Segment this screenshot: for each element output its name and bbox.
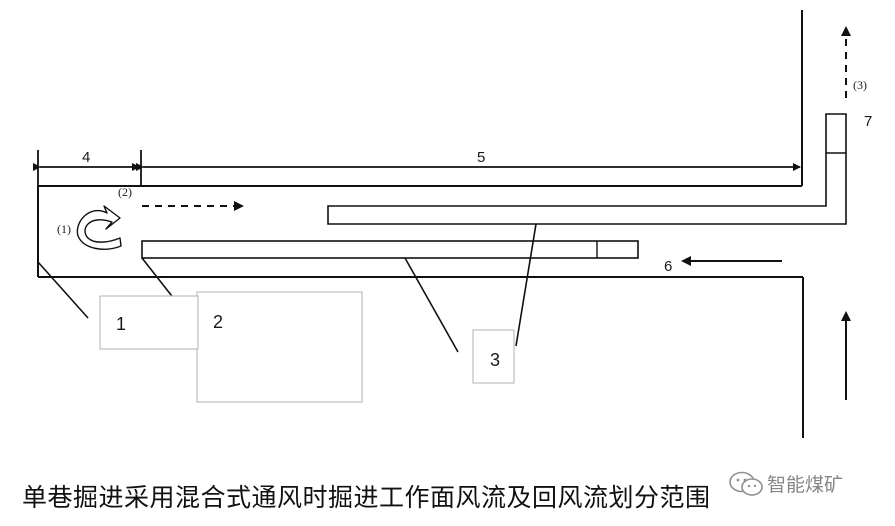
leader-3a	[404, 257, 459, 353]
watermark-text: 智能煤矿	[766, 474, 843, 496]
label-3: 3	[490, 350, 500, 370]
vortex-arrow-icon	[76, 205, 122, 250]
label-4: 4	[82, 149, 90, 166]
label-7: 7	[864, 113, 872, 130]
label-2: 2	[213, 312, 223, 332]
label-box-1	[99, 295, 199, 350]
label-box-3	[472, 329, 515, 384]
leader-3b	[515, 223, 537, 347]
roadway-walls	[37, 10, 804, 438]
label-boxes	[99, 291, 515, 403]
label-1: 1	[116, 314, 126, 334]
exhaust-duct	[327, 113, 847, 225]
forcing-duct	[141, 240, 639, 259]
dimension-lines	[33, 150, 801, 186]
label-box-2	[196, 291, 363, 403]
wechat-icon	[729, 471, 763, 496]
label-6: 6	[664, 258, 672, 275]
label-5: 5	[477, 149, 485, 166]
figure-caption: 单巷掘进采用混合式通风时掘进工作面风流及回风流划分范围	[22, 483, 711, 512]
label-paren-2: (2)	[118, 185, 132, 199]
watermark: 智能煤矿	[729, 470, 843, 497]
leader-1	[37, 261, 89, 319]
label-paren-3: (3)	[853, 78, 867, 92]
label-paren-1: (1)	[57, 222, 71, 236]
